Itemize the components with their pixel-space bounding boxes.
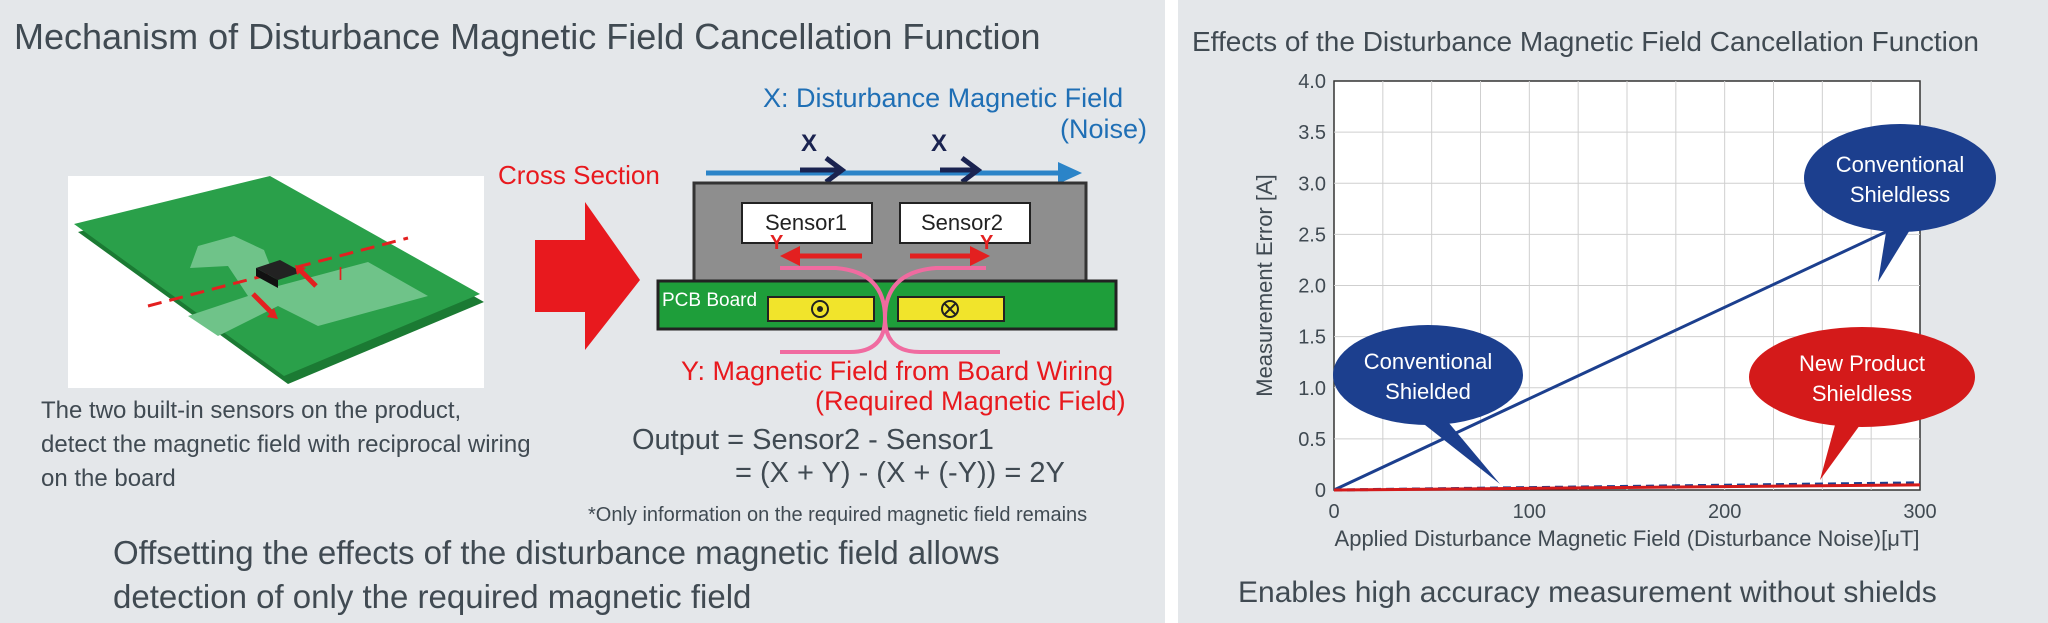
x-label-1: X [801,130,818,157]
y-axis-label: Measurement Error [A] [1252,174,1277,397]
sensor1-label: Sensor1 [765,210,847,235]
y-label-2: Y [980,232,994,254]
callout-new-product-shieldless-text: Shieldless [1812,381,1912,406]
x-tick-label: 300 [1903,501,1936,523]
y-tick-label: 3.5 [1298,122,1326,144]
y-tick-label: 1.5 [1298,327,1326,349]
summary-line-2: detection of only the required magnetic … [113,578,752,615]
y-tick-label: 2.5 [1298,224,1326,246]
x-label-2: X [931,130,948,157]
callout-conventional-shielded-text: Conventional [1364,349,1492,374]
footnote: *Only information on the required magnet… [588,504,1088,526]
board-photo: I [68,176,484,388]
effects-title: Effects of the Disturbance Magnetic Fiel… [1192,26,1980,57]
y-label-1: Y [770,232,784,254]
mechanism-title: Mechanism of Disturbance Magnetic Field … [14,16,1041,57]
y-tick-label: 0.5 [1298,429,1326,451]
y-tick-label: 0 [1315,480,1326,502]
series-line-2 [1333,483,1921,492]
description-line-2: detect the magnetic field with reciproca… [41,431,531,458]
description-line-3: on the board [41,465,176,492]
x-axis-label: Applied Disturbance Magnetic Field (Dist… [1335,526,1920,551]
board-field-label-2: (Required Magnetic Field) [815,386,1126,416]
disturbance-field-label-1: X: Disturbance Magnetic Field [763,83,1124,113]
board-field-label-1: Y: Magnetic Field from Board Wiring [681,356,1114,386]
output-line-1: Output = Sensor2 - Sensor1 [632,424,994,456]
error-chart: 0 0.5 1.0 1.5 2.0 2.5 3.0 3.5 4.0 0 100 200 300Appli… [1252,71,1996,551]
series-line-0 [1333,214,1921,492]
x-tick-label: 200 [1708,501,1741,523]
pcb-label: PCB Board [662,290,758,311]
callout-conventional-shieldless-tail [1878,220,1916,282]
callout-conventional-shielded-bubble [1333,325,1523,425]
cross-section-label: Cross Section [498,160,660,190]
y-tick-label: 1.0 [1298,378,1326,400]
callout-conventional-shieldless-bubble [1804,124,1996,232]
callout-conventional-shieldless-text: Shieldless [1850,182,1950,207]
output-line-2: = (X + Y) - (X + (-Y)) = 2Y [735,457,1065,489]
y-tick-label: 4.0 [1298,71,1326,93]
callout-new-product-shieldless-tail [1820,414,1868,480]
callout-conventional-shieldless-text: Conventional [1836,152,1964,177]
board-illustration [74,176,484,384]
x-tick-label: 100 [1513,501,1546,523]
sensor2-label: Sensor2 [921,210,1003,235]
y-tick-label: 3.0 [1298,173,1326,195]
x-tick-label: 0 [1328,501,1339,523]
callout-new-product-shieldless-bubble [1749,327,1975,427]
right-panel: Effects of the Disturbance Magnetic Fiel… [1178,0,2048,623]
current-label: I [338,264,344,284]
big-red-arrow [535,202,640,350]
disturbance-field-label-2: (Noise) [1060,114,1148,144]
callout-conventional-shielded-text: Shielded [1385,379,1471,404]
description-line-1: The two built-in sensors on the product, [41,397,462,424]
summary-line-1: Offsetting the effects of the disturbanc… [113,534,1000,571]
callout-conventional-shielded-tail [1406,410,1500,484]
cross-section-diagram [535,156,1118,354]
chart-caption: Enables high accuracy measurement withou… [1238,576,1937,609]
left-panel: Mechanism of Disturbance Magnetic Field … [0,0,1165,623]
callout-new-product-shieldless-text: New Product [1799,351,1925,376]
y-tick-label: 2.0 [1298,276,1326,298]
